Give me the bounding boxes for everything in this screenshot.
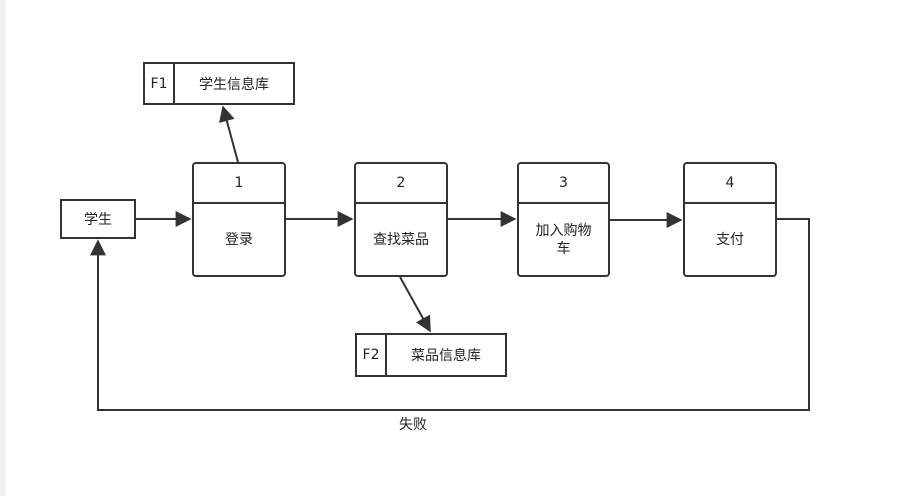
process-name: 加入购物车 — [535, 222, 592, 257]
external-entity-student: 学生 — [60, 199, 136, 239]
process-name: 查找菜品 — [373, 231, 429, 248]
external-entity-label: 学生 — [84, 212, 112, 228]
process-1-login: 1 登录 — [192, 162, 286, 277]
process-id: 3 — [519, 164, 608, 204]
process-3-add-to-cart: 3 加入购物车 — [517, 162, 610, 277]
edge-login-to-f1 — [219, 105, 239, 163]
process-id: 2 — [356, 164, 446, 204]
process-id: 1 — [194, 164, 284, 204]
data-store-name: 菜品信息库 — [411, 348, 481, 364]
data-store-id: F2 — [357, 335, 387, 375]
data-store-f1: F1 学生信息库 — [143, 62, 295, 105]
process-4-pay: 4 支付 — [683, 162, 777, 277]
process-id: 4 — [685, 164, 775, 204]
edge-pay-to-student-fail — [90, 218, 810, 411]
process-name: 登录 — [225, 231, 253, 248]
edge-search-to-f2 — [399, 276, 431, 333]
left-margin-strip — [0, 0, 6, 496]
process-name: 支付 — [716, 231, 744, 248]
edge-label-fail: 失败 — [399, 417, 427, 433]
process-2-search-dishes: 2 查找菜品 — [354, 162, 448, 277]
data-store-name: 学生信息库 — [199, 76, 269, 93]
data-store-id: F1 — [145, 64, 175, 103]
data-store-f2: F2 菜品信息库 — [355, 333, 507, 377]
